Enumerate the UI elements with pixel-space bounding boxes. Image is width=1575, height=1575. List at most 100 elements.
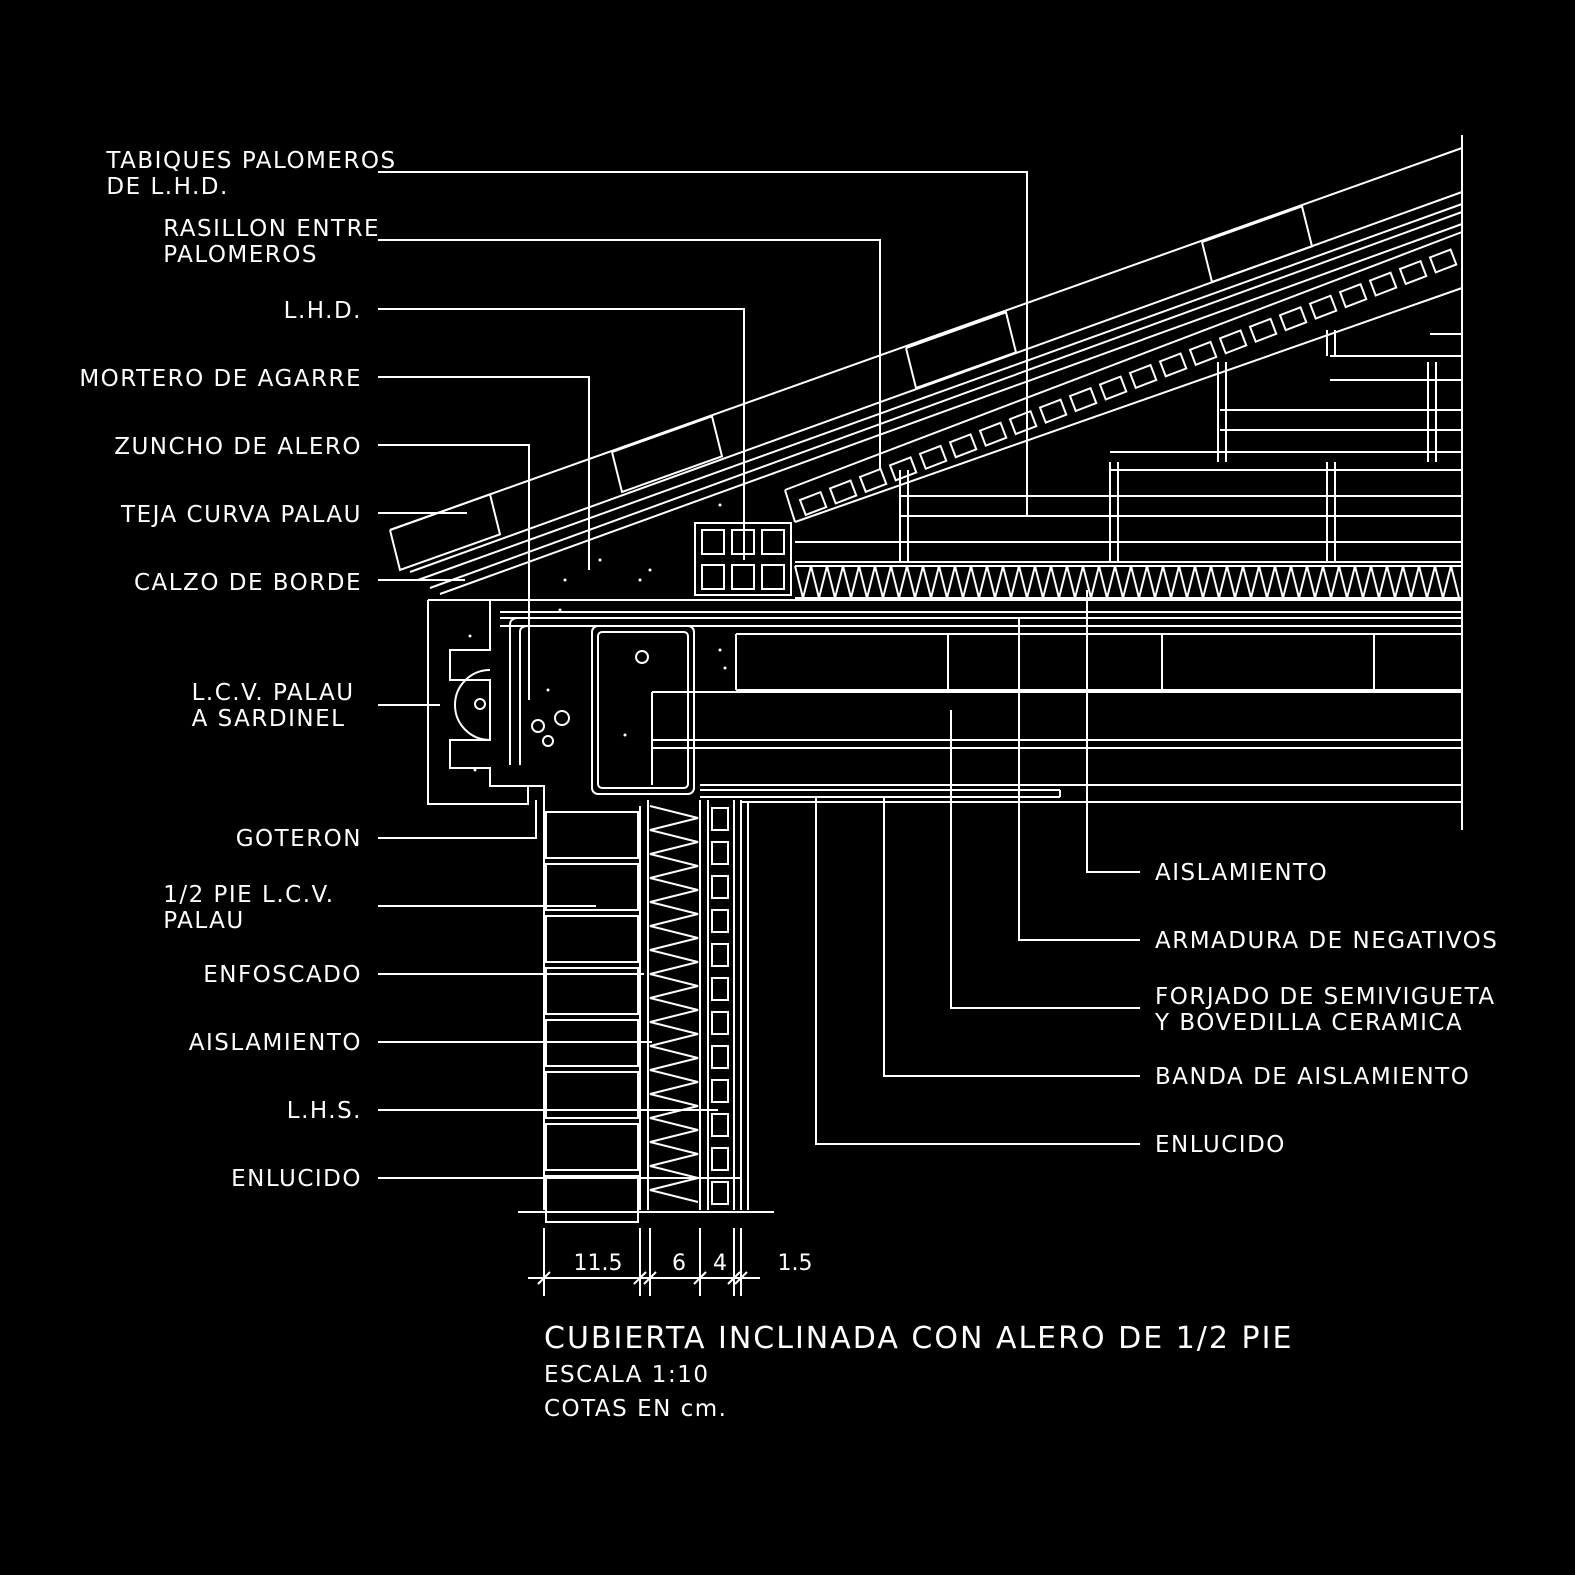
aggregate-dot (723, 666, 727, 670)
left-label-4: MORTERO DE AGARRE (79, 366, 362, 392)
leader-lines (378, 171, 1140, 1179)
roof-tile-top (389, 147, 1463, 531)
lcv-hole (474, 698, 486, 710)
brick-course (545, 863, 639, 911)
roof-tile-4 (1201, 205, 1314, 284)
left-label-line: L.H.D. (284, 298, 362, 324)
dimension-tick (693, 1271, 707, 1285)
right-leader-3 (950, 710, 1140, 1009)
brick-course (545, 1175, 639, 1223)
aggregate-dot (473, 768, 477, 772)
rebar-section (554, 710, 570, 726)
rasillon-cell (1278, 306, 1308, 332)
rasillon-top (784, 231, 1463, 491)
lhd-cell (761, 564, 785, 590)
zuncho-stirrup-inner (597, 631, 689, 789)
lhs-cell (711, 1045, 729, 1069)
goteron (528, 785, 545, 804)
right-label-line: ARMADURA DE NEGATIVOS (1155, 928, 1498, 954)
left-label-line: PALAU (163, 908, 245, 934)
aggregate-dot (718, 503, 722, 507)
aggregate-dot (648, 568, 652, 572)
rasillon-cell (798, 490, 828, 517)
left-label-13: L.H.S. (287, 1098, 362, 1124)
left-label-12: AISLAMIENTO (189, 1030, 362, 1056)
brick-course (545, 967, 639, 1015)
right-label-line: BANDA DE AISLAMIENTO (1155, 1064, 1470, 1090)
rasillon-cell (1338, 282, 1368, 309)
rasillon-cell (1368, 271, 1398, 297)
drawing-scale: ESCALA 1:10 (544, 1362, 709, 1388)
aggregate-dot (563, 578, 567, 582)
left-label-line: ZUNCHO DE ALERO (114, 434, 362, 460)
rebar-section (531, 719, 545, 733)
lhs-cell (711, 841, 729, 865)
right-label-2: ARMADURA DE NEGATIVOS (1155, 928, 1498, 954)
lhs-cell (711, 1147, 729, 1171)
roof-tile-2 (611, 415, 724, 494)
lhs-cell (711, 1079, 729, 1103)
rasillon-cell (1188, 340, 1218, 367)
right-labels: AISLAMIENTO ARMADURA DE NEGATIVOS FORJADO … (1154, 860, 1498, 1158)
brick-course (545, 915, 639, 963)
lhs-cell (711, 1011, 729, 1035)
zuncho-rebar-2 (519, 625, 530, 765)
roof-mortar-line-1 (417, 203, 1463, 581)
left-label-line: ENLUCIDO (231, 1166, 362, 1192)
dimension-value-3: 4 (713, 1251, 727, 1276)
right-leader-4 (883, 796, 1140, 1077)
wall-insulation-zigzag (649, 805, 699, 1203)
aggregate-dot (718, 648, 722, 652)
roof-mortar-line-3 (439, 223, 1463, 595)
left-label-line: TABIQUES PALOMEROS (105, 148, 396, 174)
rasillon-cell (1308, 294, 1338, 320)
left-label-line: L.H.S. (287, 1098, 362, 1124)
aggregate-dot (638, 578, 642, 582)
drawing-title: CUBIERTA INCLINADA CON ALERO DE 1/2 PIE (544, 1321, 1293, 1356)
left-label-11: ENFOSCADO (203, 962, 362, 988)
left-label-line: TEJA CURVA PALAU (120, 502, 362, 528)
dimension-chain (528, 1228, 760, 1296)
rasillon-cell (1218, 329, 1248, 355)
brick-course (545, 811, 639, 859)
roof-tile-1 (389, 493, 502, 572)
lhd-cell (701, 529, 725, 555)
rasillon-cell (1398, 259, 1428, 286)
left-label-line: AISLAMIENTO (189, 1030, 362, 1056)
left-label-5: ZUNCHO DE ALERO (114, 434, 362, 460)
left-label-6: TEJA CURVA PALAU (120, 502, 362, 528)
left-label-line: ENFOSCADO (203, 962, 362, 988)
left-label-line: DE L.H.D. (106, 174, 228, 200)
right-label-1: AISLAMIENTO (1155, 860, 1328, 886)
roof-mortar-line-2 (429, 211, 1463, 589)
brick-course (545, 1123, 639, 1171)
rasillon-cell (1158, 352, 1188, 378)
left-label-9: GOTERON (236, 826, 362, 852)
lhs-cell (711, 943, 729, 967)
lcv-sardinel-curve (454, 669, 491, 741)
dimension-value-1: 11.5 (574, 1251, 623, 1276)
rasillon-cell (948, 433, 978, 459)
roof-insulation-zigzag (794, 565, 1460, 599)
brick-course (545, 1071, 639, 1119)
lhs-cell (711, 807, 729, 831)
left-label-7: CALZO DE BORDE (134, 570, 362, 596)
right-label-line: ENLUCIDO (1155, 1132, 1286, 1158)
lhs-cell (711, 1181, 729, 1205)
lhs-cell (711, 909, 729, 933)
left-label-line: L.C.V. PALAU (192, 680, 355, 706)
right-label-line: FORJADO DE SEMIVIGUETA (1155, 984, 1496, 1010)
lcv-sardinel (427, 600, 529, 805)
aggregate-dot (546, 688, 550, 692)
left-leader-4 (378, 376, 590, 570)
zuncho-rebar (509, 617, 530, 765)
dimension-tick (643, 1271, 657, 1285)
right-label-5: ENLUCIDO (1155, 1132, 1286, 1158)
left-label-3: L.H.D. (284, 298, 362, 324)
left-label-line: PALOMEROS (163, 242, 318, 268)
right-leader-1 (1086, 590, 1140, 873)
rebar-section (635, 650, 649, 664)
